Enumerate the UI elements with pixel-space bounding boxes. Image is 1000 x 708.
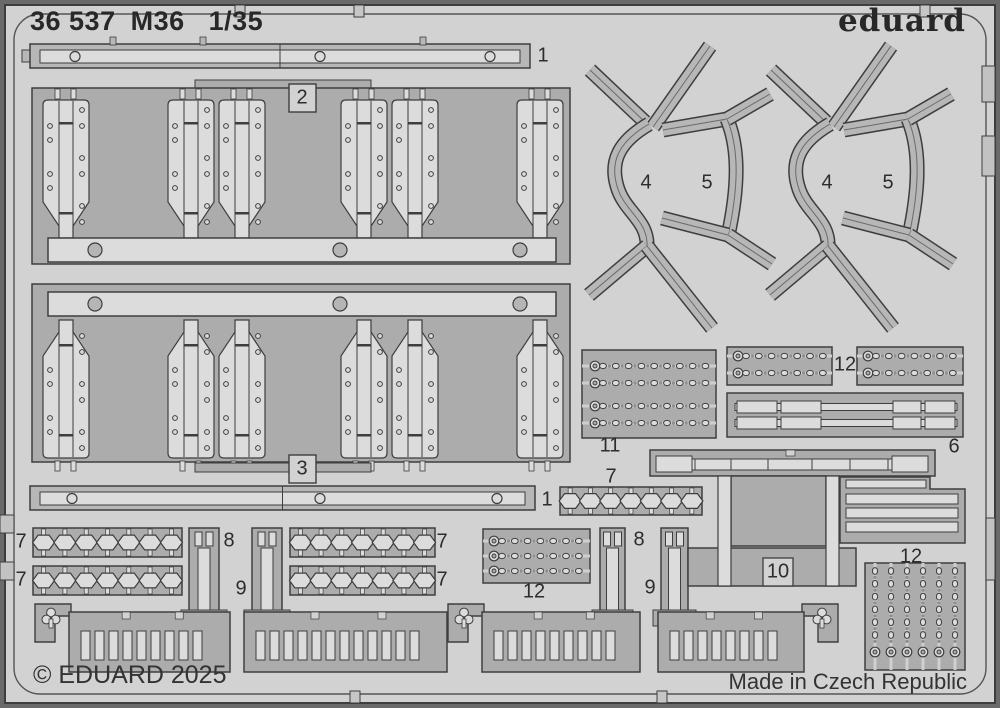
part-8-rail-left	[180, 527, 228, 627]
part-label-1-bottom: 1	[541, 488, 553, 511]
part-label-3: 3	[296, 457, 308, 480]
part-4-bend-left	[584, 41, 718, 333]
catalog-number: 36 537	[30, 6, 116, 36]
part-11-chain-panel	[581, 349, 717, 439]
part-7-hex-strip-right-upper	[288, 527, 437, 558]
brand-logo: eduard	[837, 3, 966, 39]
ladder-3	[447, 603, 641, 673]
part-label-9-right: 9	[644, 576, 656, 599]
part-10-assembly	[649, 449, 966, 587]
part-label-4-left: 4	[640, 171, 652, 194]
part-label-7-left-lower: 7	[15, 568, 27, 591]
model-name: M36	[130, 6, 185, 36]
part-7-hex-strip-mid	[558, 486, 704, 516]
copyright-text: © EDUARD 2025	[33, 661, 227, 689]
part-12-chain-panel-left	[726, 346, 833, 386]
part-label-2: 2	[296, 86, 308, 109]
part-label-5-right: 5	[882, 171, 894, 194]
part-4-bend-right	[765, 41, 899, 333]
ladder-4	[657, 603, 839, 673]
part-label-9-left: 9	[235, 577, 247, 600]
part-label-12-mid: 12	[522, 580, 546, 603]
part-label-7-right-upper: 7	[436, 530, 448, 553]
part-label-12-top: 12	[833, 353, 857, 376]
part-label-7-right-lower: 7	[436, 568, 448, 591]
part-7-hex-strip-left-upper	[31, 527, 184, 558]
part-label-11: 11	[599, 434, 621, 457]
sheet-title: 36 537 M36 1/35	[30, 6, 263, 37]
part-7-hex-strip-right-lower	[288, 565, 437, 596]
part-label-12-bottom: 12	[899, 545, 923, 568]
part-label-5-left: 5	[701, 171, 713, 194]
part-label-10: 10	[766, 560, 790, 583]
ladder-1	[34, 603, 231, 673]
part-label-4-right: 4	[821, 171, 833, 194]
part-7-hex-strip-left-lower	[31, 565, 184, 596]
part-label-8-left: 8	[223, 529, 235, 552]
part-5-bracket-left	[660, 87, 777, 271]
part-label-1-top: 1	[537, 44, 549, 67]
part-5-bracket-right	[841, 87, 958, 271]
made-in-text: Made in Czech Republic	[728, 669, 967, 694]
part-1-strip-bottom	[29, 485, 536, 511]
part-1-strip-top	[21, 36, 531, 69]
part-12-chain-panel-mid	[482, 528, 591, 584]
part-label-7-left-upper: 7	[15, 530, 27, 553]
part-2-panel	[31, 79, 571, 265]
scale-label: 1/35	[208, 6, 264, 36]
part-6-bar-panel	[726, 392, 964, 438]
part-label-6: 6	[948, 435, 960, 458]
part-label-7-mid: 7	[605, 465, 617, 488]
part-label-8-right: 8	[633, 528, 645, 551]
part-3-panel	[31, 283, 571, 484]
part-12-chain-panel-vertical	[864, 562, 966, 671]
part-12-chain-panel-right	[856, 346, 964, 386]
ladder-2	[243, 611, 448, 673]
